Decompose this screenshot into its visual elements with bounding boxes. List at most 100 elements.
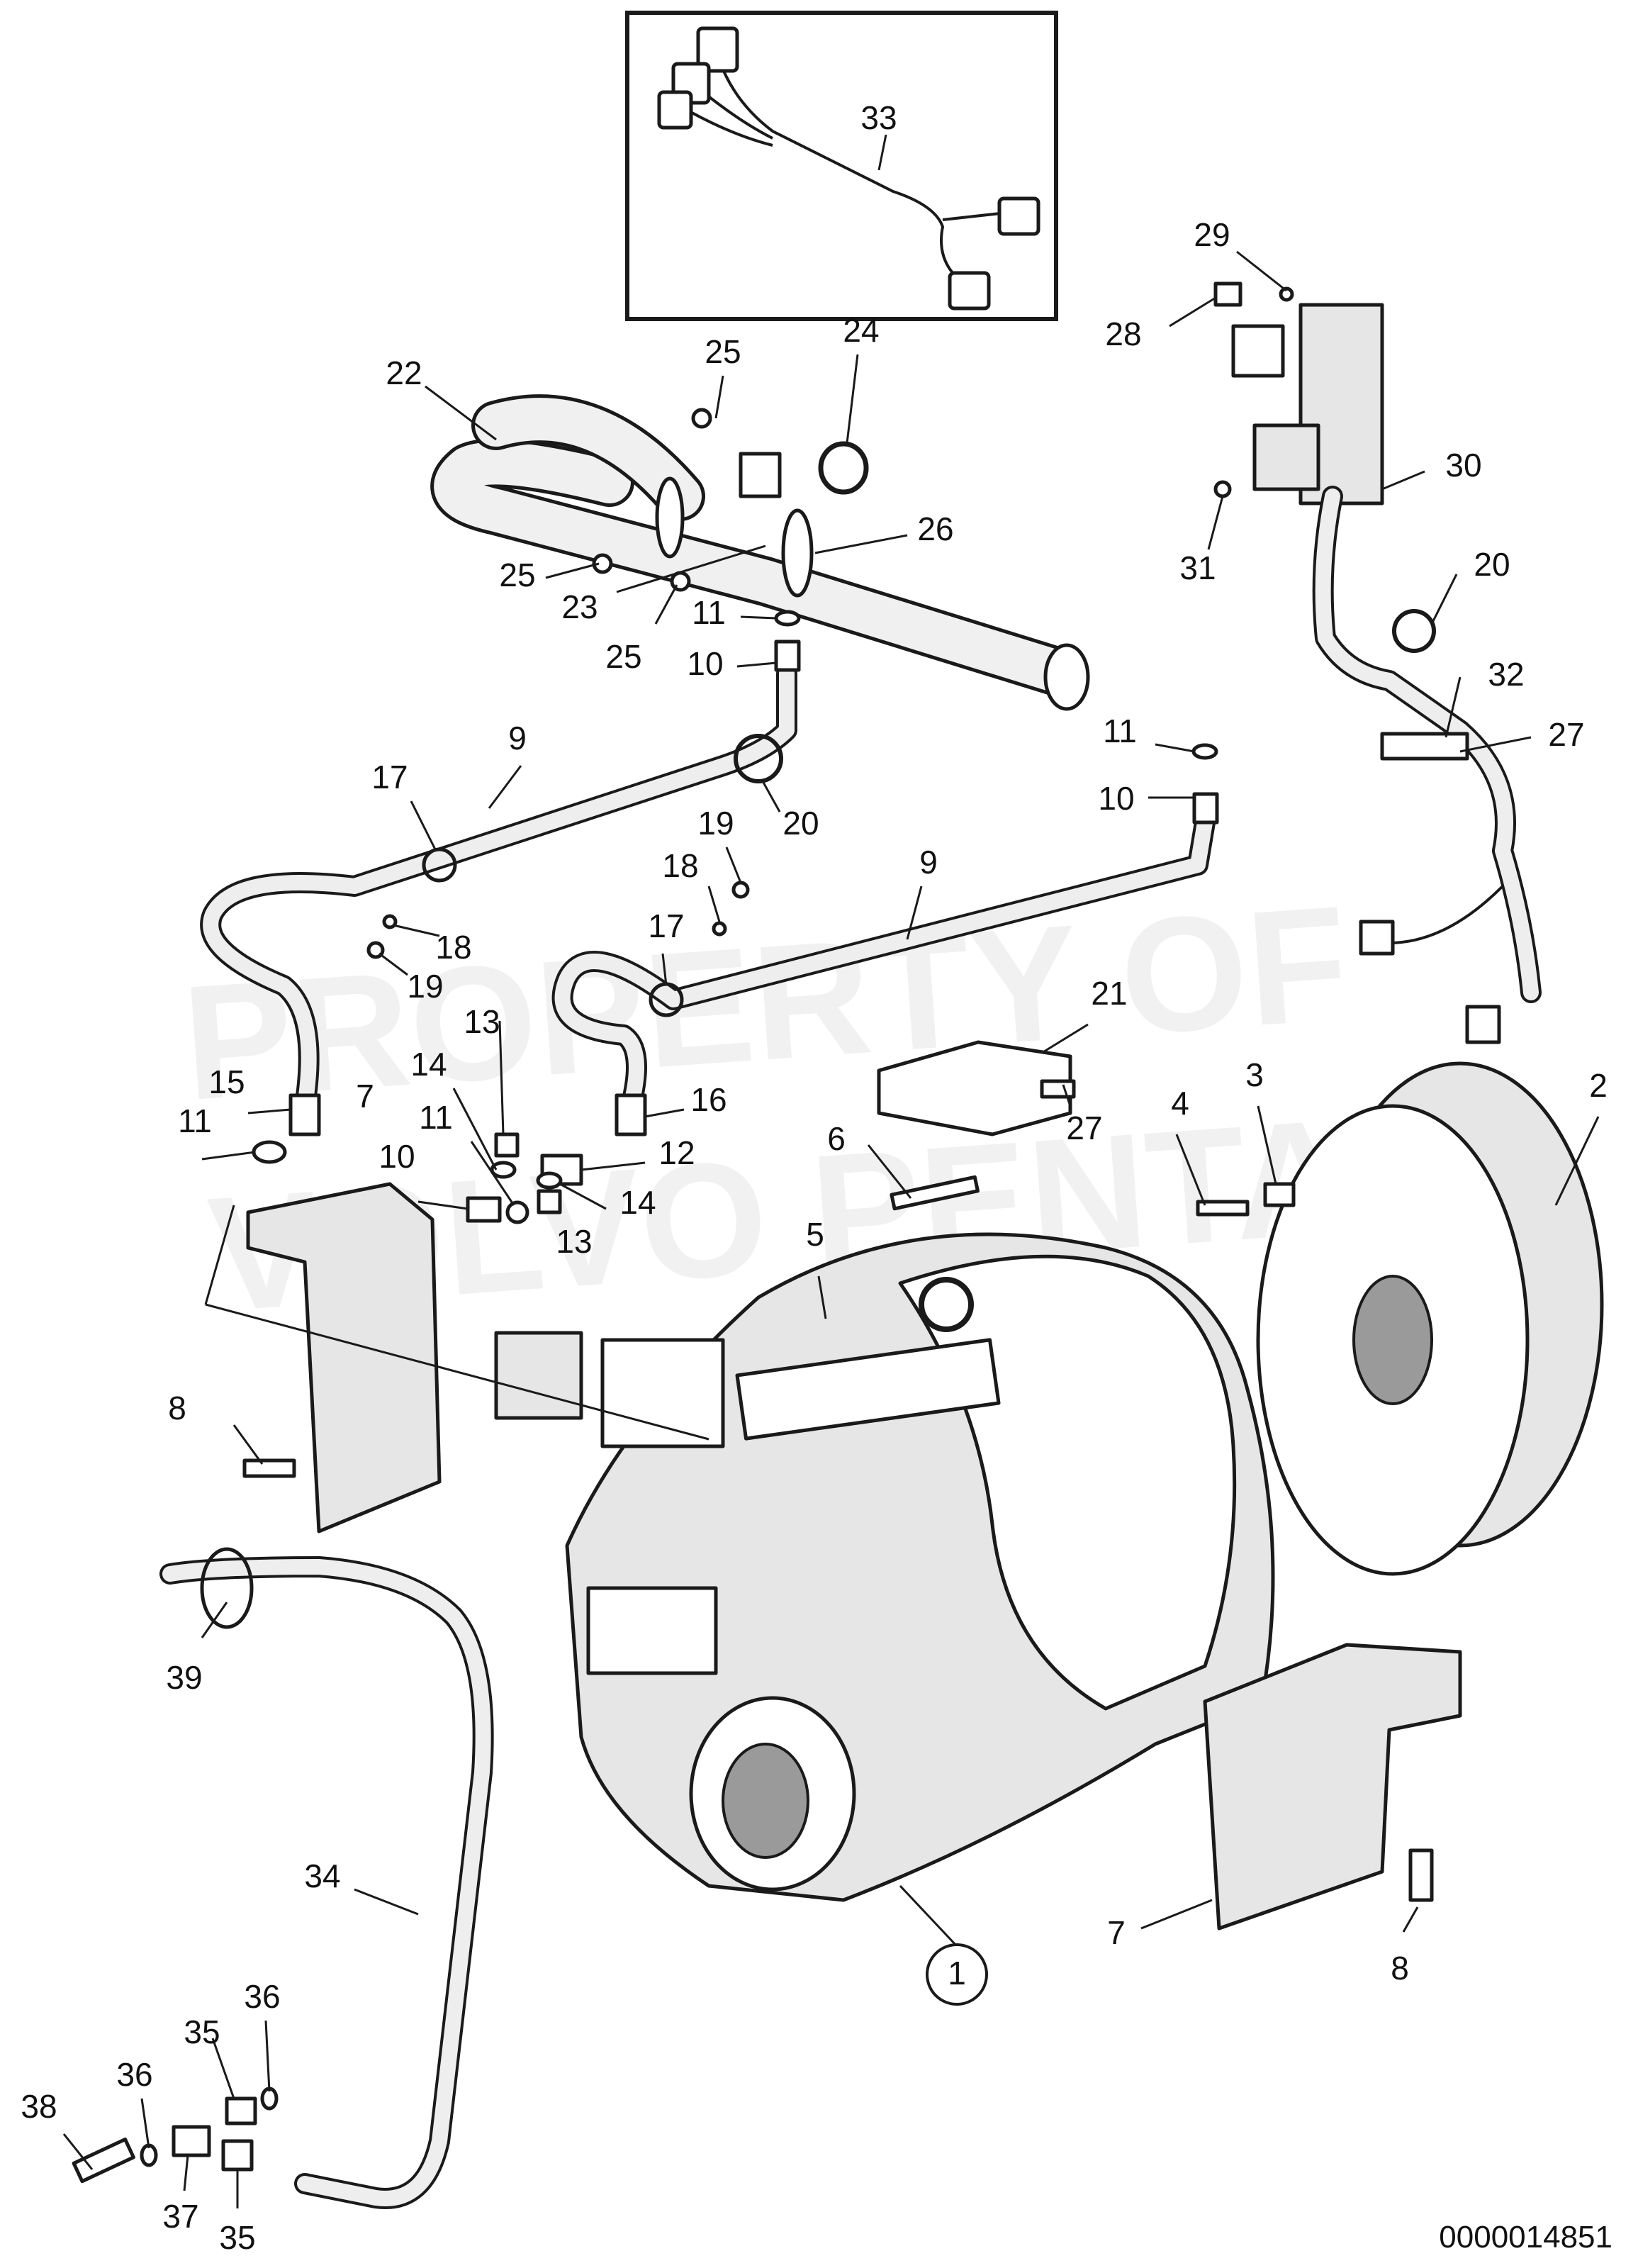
tee-37 — [172, 2125, 211, 2157]
screw-31 — [1213, 480, 1232, 498]
flywheel-housing-2 — [1256, 1061, 1604, 1576]
clamp-20-right — [1392, 609, 1436, 653]
harness-33-branch-b — [680, 105, 773, 147]
leader-24 — [846, 354, 859, 444]
harness-33-trunk — [714, 49, 965, 285]
harness-33-connector-a — [696, 26, 739, 73]
callout-9-left: 9 — [508, 720, 527, 756]
callout-5: 5 — [806, 1216, 824, 1253]
leader-8-right — [1402, 1906, 1419, 1933]
callout-6: 6 — [827, 1120, 846, 1157]
lifting-eye — [919, 1277, 974, 1332]
valve-block — [600, 1338, 725, 1448]
elbow-16 — [615, 1093, 647, 1136]
leader-6 — [867, 1144, 912, 1199]
leader-10-mid — [417, 1200, 469, 1210]
leader-25-top — [714, 375, 724, 419]
callout-7-left: 7 — [356, 1078, 374, 1115]
leader-25-left — [545, 562, 600, 579]
drain-hose-34 — [72, 1547, 494, 2209]
leader-19-right — [725, 847, 742, 883]
callout-27-harness: 27 — [1548, 716, 1584, 753]
callout-2: 2 — [1589, 1067, 1608, 1104]
leader-5 — [817, 1275, 827, 1319]
callout-9-right: 9 — [919, 844, 938, 881]
callout-38: 38 — [21, 2088, 57, 2125]
washer-11-right — [1191, 743, 1218, 760]
document-number: 0000014851 — [1439, 2220, 1612, 2255]
harness-33-connector-e — [948, 271, 991, 311]
screw-29 — [1279, 286, 1294, 302]
callout-1-circle — [926, 1943, 988, 2006]
leader-38 — [62, 2133, 94, 2170]
adapter-10-right — [1192, 792, 1219, 825]
callout-36-right: 36 — [244, 1978, 280, 2015]
bolt-4 — [1196, 1200, 1250, 1217]
callout-39: 39 — [166, 1659, 202, 1696]
washer-36-left — [140, 2143, 158, 2167]
callout-14-top: 14 — [410, 1046, 447, 1083]
callout-11-top: 11 — [692, 594, 726, 631]
leader-9-right — [906, 886, 923, 940]
callout-34: 34 — [304, 1858, 340, 1894]
leader-32 — [1445, 676, 1462, 738]
washer-11-left — [252, 1140, 287, 1164]
bolt-25-left — [592, 553, 613, 574]
bolt-25-top — [691, 408, 712, 429]
callout-37: 37 — [162, 2198, 198, 2235]
washer-11-top — [774, 610, 801, 627]
leader-36-left — [140, 2098, 150, 2149]
seal-ring-24 — [818, 441, 869, 495]
callout-10-right: 10 — [1098, 780, 1134, 817]
leader-3 — [1257, 1105, 1277, 1185]
callout-19-right: 19 — [697, 805, 734, 842]
callout-23: 23 — [561, 588, 598, 625]
leader-12 — [580, 1161, 646, 1171]
callout-8-left: 8 — [168, 1390, 186, 1426]
leader-26 — [814, 534, 908, 554]
leader-30 — [1381, 470, 1425, 491]
leader-1 — [899, 1884, 958, 1948]
pipe-22-loop-highlight — [475, 398, 702, 518]
callout-32: 32 — [1488, 656, 1524, 693]
callout-25-left: 25 — [499, 557, 535, 593]
callout-1: 1 — [948, 1955, 966, 1992]
spacer-27 — [1040, 1079, 1076, 1099]
callout-28: 28 — [1105, 315, 1141, 352]
leader-20-right — [1430, 574, 1458, 625]
leader-2 — [1554, 1116, 1600, 1206]
hose-9-upper-highlight — [203, 666, 795, 1114]
output-flange-bore — [722, 1743, 809, 1859]
callout-10-top: 10 — [687, 645, 723, 682]
callout-22: 22 — [386, 354, 422, 391]
leader-31 — [1207, 496, 1224, 550]
harness-27 — [1213, 281, 1542, 1044]
leader-35-top — [211, 2038, 235, 2099]
control-unit — [735, 1338, 1001, 1441]
hose-clamp-left — [655, 476, 685, 559]
leader-17-left — [410, 800, 437, 851]
leader-13-top — [498, 1020, 505, 1135]
leader-21 — [1041, 1023, 1089, 1054]
callout-17-left: 17 — [371, 759, 408, 795]
leader-39 — [201, 1602, 228, 1638]
callout-4: 4 — [1171, 1085, 1189, 1122]
callout-13-top: 13 — [464, 1003, 500, 1040]
screw-19-right — [731, 881, 750, 899]
mounting-brackets — [242, 1182, 1462, 1931]
relay-block — [1252, 423, 1320, 491]
callout-20-left: 20 — [782, 805, 819, 842]
cable-tie-39 — [200, 1547, 254, 1629]
washer-18-right — [712, 921, 727, 937]
bracket-7-left — [246, 1182, 442, 1534]
housing-2-spline — [1352, 1275, 1433, 1405]
bolt-8-left — [242, 1458, 296, 1478]
bolt-38 — [72, 2138, 135, 2184]
plug-13-bottom — [537, 1189, 562, 1214]
bracket-21 — [877, 1040, 1072, 1136]
leader-9-left — [488, 765, 522, 809]
callout-12: 12 — [658, 1134, 695, 1171]
connector-block-top — [1231, 324, 1285, 378]
callout-16: 16 — [690, 1081, 727, 1118]
